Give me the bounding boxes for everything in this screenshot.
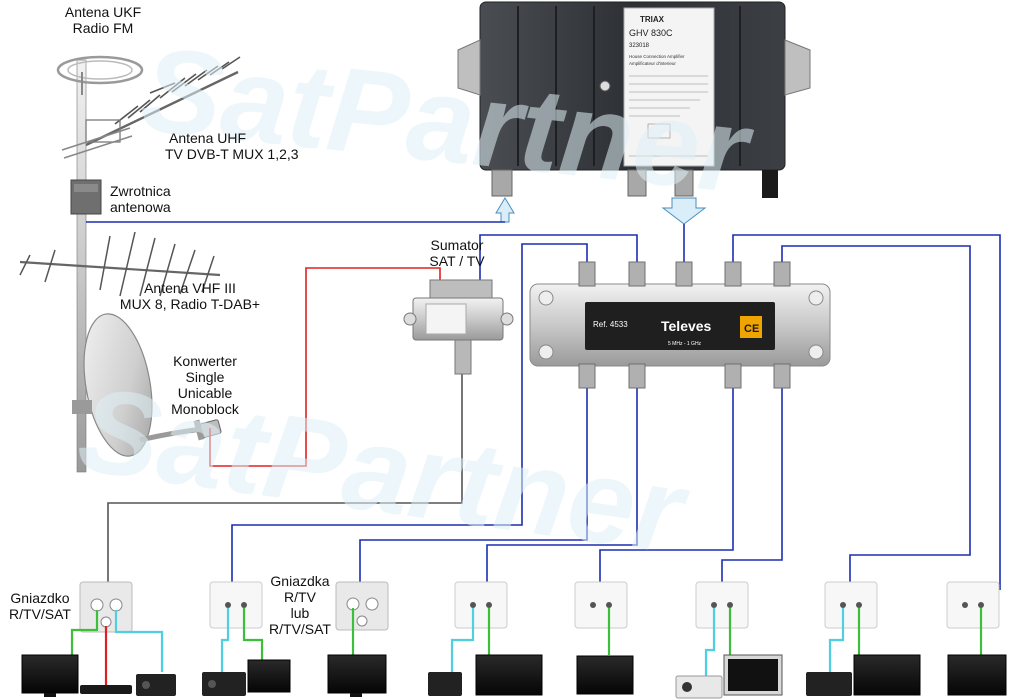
socket-rtv-3 bbox=[574, 581, 628, 629]
tv-5 bbox=[576, 655, 634, 695]
sat-tv-summer bbox=[403, 279, 514, 375]
tv-7 bbox=[853, 654, 921, 696]
vhf-antenna-label: Antena VHF III MUX 8, Radio T-DAB+ bbox=[119, 280, 261, 312]
antenna-mast-group bbox=[19, 55, 241, 473]
amplifier-desc-2: Amplificateur d'interieur bbox=[629, 61, 676, 66]
uhf-antenna bbox=[61, 56, 241, 159]
splitter-range: 5 MHz - 1 GHz bbox=[668, 341, 702, 347]
fm-antenna bbox=[56, 55, 144, 95]
televes-splitter bbox=[529, 261, 831, 389]
amplifier bbox=[457, 1, 811, 198]
tv-2 bbox=[247, 659, 291, 693]
devices bbox=[21, 654, 1007, 699]
radio-1 bbox=[136, 674, 176, 696]
socket-rtv-5 bbox=[824, 581, 878, 629]
coax-cables bbox=[86, 221, 1001, 590]
radio-4 bbox=[806, 672, 852, 696]
combiner-label: Zwrotnica antenowa bbox=[110, 183, 171, 215]
splitter-ref: Ref. 4533 bbox=[593, 320, 628, 329]
micro-system bbox=[675, 675, 723, 699]
arrow-up-icon bbox=[495, 197, 515, 223]
amplifier-code: 323018 bbox=[629, 43, 650, 49]
splitter-panel bbox=[585, 302, 775, 350]
summer-label: Sumator SAT / TV bbox=[429, 237, 485, 269]
wall-sockets bbox=[79, 581, 1000, 633]
amplifier-brand: TRIAX bbox=[640, 15, 665, 24]
tv-4 bbox=[475, 654, 543, 696]
amplifier-label bbox=[623, 7, 715, 167]
splitter-ports bbox=[578, 261, 791, 389]
socket-rtv-sat-1 bbox=[79, 581, 133, 633]
radio-3 bbox=[428, 672, 462, 696]
vhf-antenna bbox=[19, 231, 221, 297]
socket-rtv-4 bbox=[695, 581, 749, 629]
splitter-brand: Televes bbox=[661, 318, 712, 334]
socket-mid-label: Gniazdka R/TV lub R/TV/SAT bbox=[269, 573, 331, 637]
socket-rtv-6 bbox=[946, 581, 1000, 629]
tv-1 bbox=[21, 654, 79, 697]
ce-mark-box bbox=[740, 316, 762, 338]
amplifier-connectors bbox=[491, 169, 694, 197]
tv-3 bbox=[327, 654, 387, 697]
radio-2 bbox=[202, 672, 246, 696]
socket-rtv-2 bbox=[454, 581, 508, 629]
fm-antenna-label: Antena UKF Radio FM bbox=[64, 4, 142, 36]
socket-rtv-sat-2 bbox=[335, 581, 389, 631]
splitter-ce-mark: CE bbox=[744, 323, 759, 335]
tv-8 bbox=[947, 654, 1007, 696]
socket-rtv-1 bbox=[209, 581, 263, 629]
device-cables bbox=[70, 608, 983, 688]
amplifier-desc-1: House Connection Amplifier bbox=[629, 54, 685, 59]
set-top-box bbox=[80, 685, 132, 694]
amplifier-model: GHV 830C bbox=[629, 28, 673, 38]
socket-left-label: Gniazdko R/TV/SAT bbox=[9, 590, 71, 622]
tv-6 bbox=[723, 654, 783, 696]
uhf-antenna-label: Antena UHF TV DVB-T MUX 1,2,3 bbox=[165, 130, 299, 162]
arrow-down-icon bbox=[661, 197, 707, 225]
lnb-converter bbox=[193, 419, 222, 441]
amplifier-label-lines bbox=[629, 75, 708, 157]
lnb-label: Konwerter Single Unicable Monoblock bbox=[171, 353, 239, 417]
